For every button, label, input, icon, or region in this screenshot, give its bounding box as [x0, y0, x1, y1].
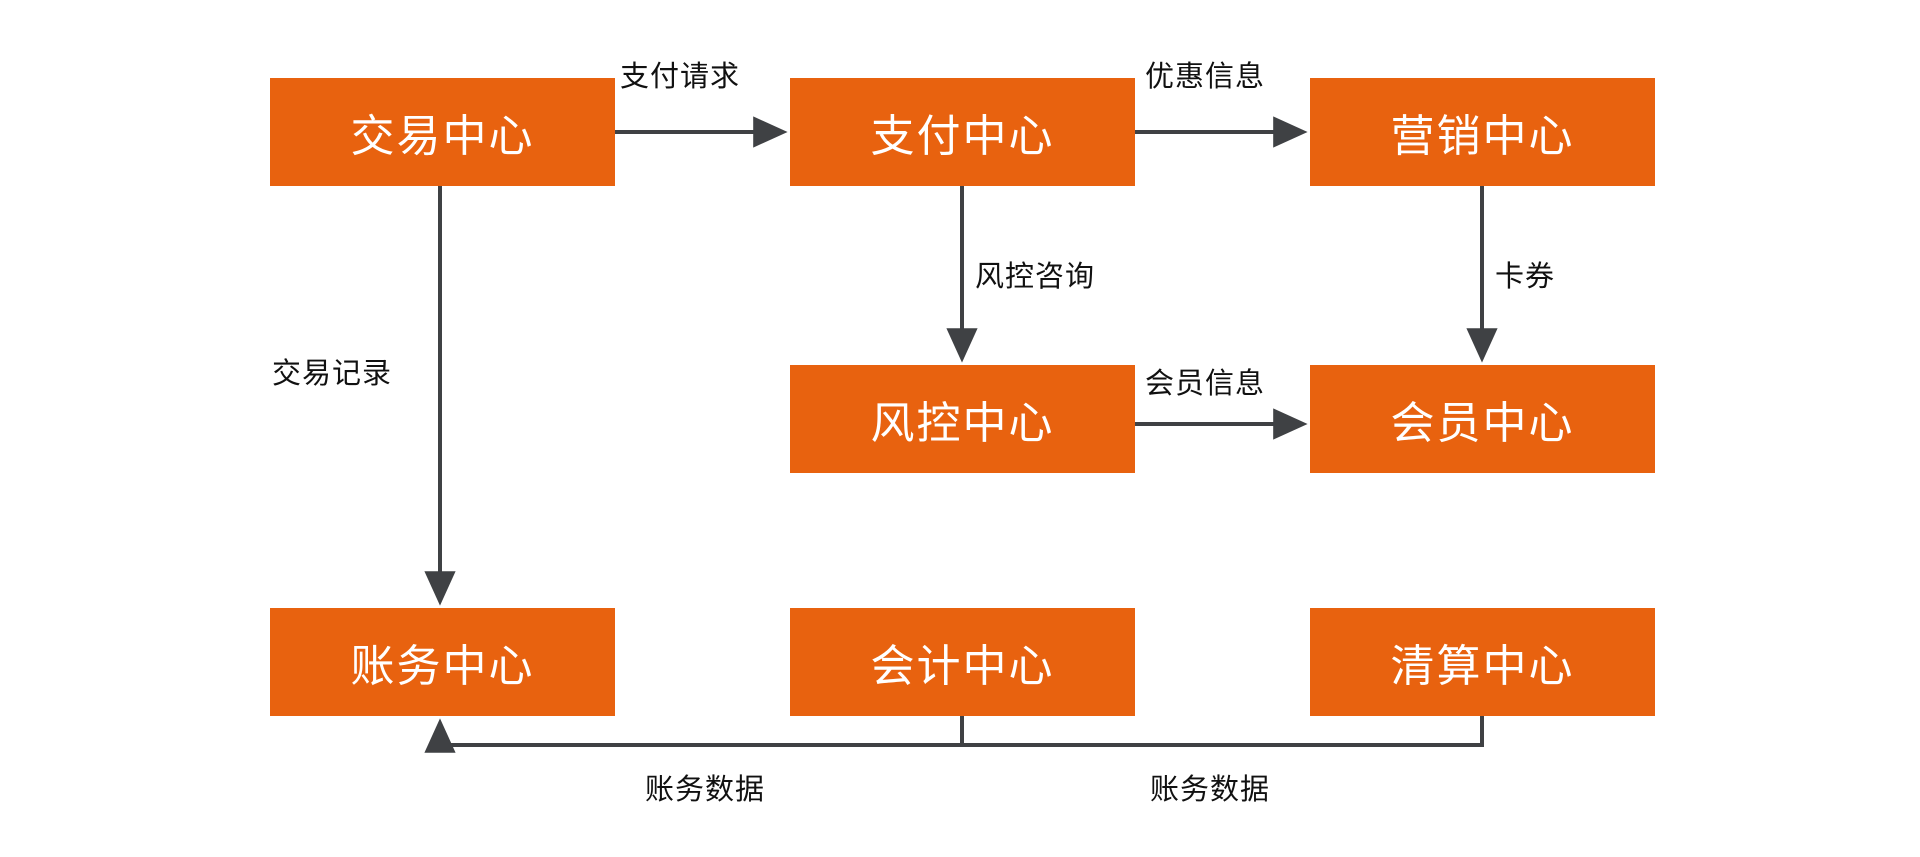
node-payment-center[interactable]: 支付中心: [790, 78, 1135, 186]
node-label: 交易中心: [350, 112, 535, 161]
edge-label-coupon: 卡券: [1495, 261, 1556, 293]
edge-label-trade-record: 交易记录: [272, 358, 393, 390]
node-label: 风控中心: [870, 399, 1055, 448]
edge-label-promotion-info: 优惠信息: [1145, 61, 1266, 93]
edge-label-account-data-left: 账务数据: [645, 774, 766, 806]
node-label: 营销中心: [1390, 112, 1575, 161]
node-label: 清算中心: [1390, 642, 1575, 691]
node-accounting-center[interactable]: 会计中心: [790, 608, 1135, 716]
node-label: 支付中心: [870, 112, 1055, 161]
node-settlement-center[interactable]: 清算中心: [1310, 608, 1655, 716]
node-trade-center[interactable]: 交易中心: [270, 78, 615, 186]
node-label: 账务中心: [350, 642, 535, 691]
node-label: 会计中心: [870, 642, 1055, 691]
node-label: 会员中心: [1390, 399, 1575, 448]
edge-label-payment-request: 支付请求: [620, 61, 741, 93]
edge-accounting-to-account: [424, 716, 964, 753]
node-member-center[interactable]: 会员中心: [1310, 365, 1655, 473]
edge-label-risk-inquiry: 风控咨询: [975, 261, 1096, 293]
node-marketing-center[interactable]: 营销中心: [1310, 78, 1655, 186]
edge-label-member-info: 会员信息: [1145, 368, 1266, 400]
node-riskcontrol-center[interactable]: 风控中心: [790, 365, 1135, 473]
edge-label-account-data-right: 账务数据: [1150, 774, 1271, 806]
node-account-center[interactable]: 账务中心: [270, 608, 615, 716]
edge-settlement-to-account: [962, 716, 1484, 747]
